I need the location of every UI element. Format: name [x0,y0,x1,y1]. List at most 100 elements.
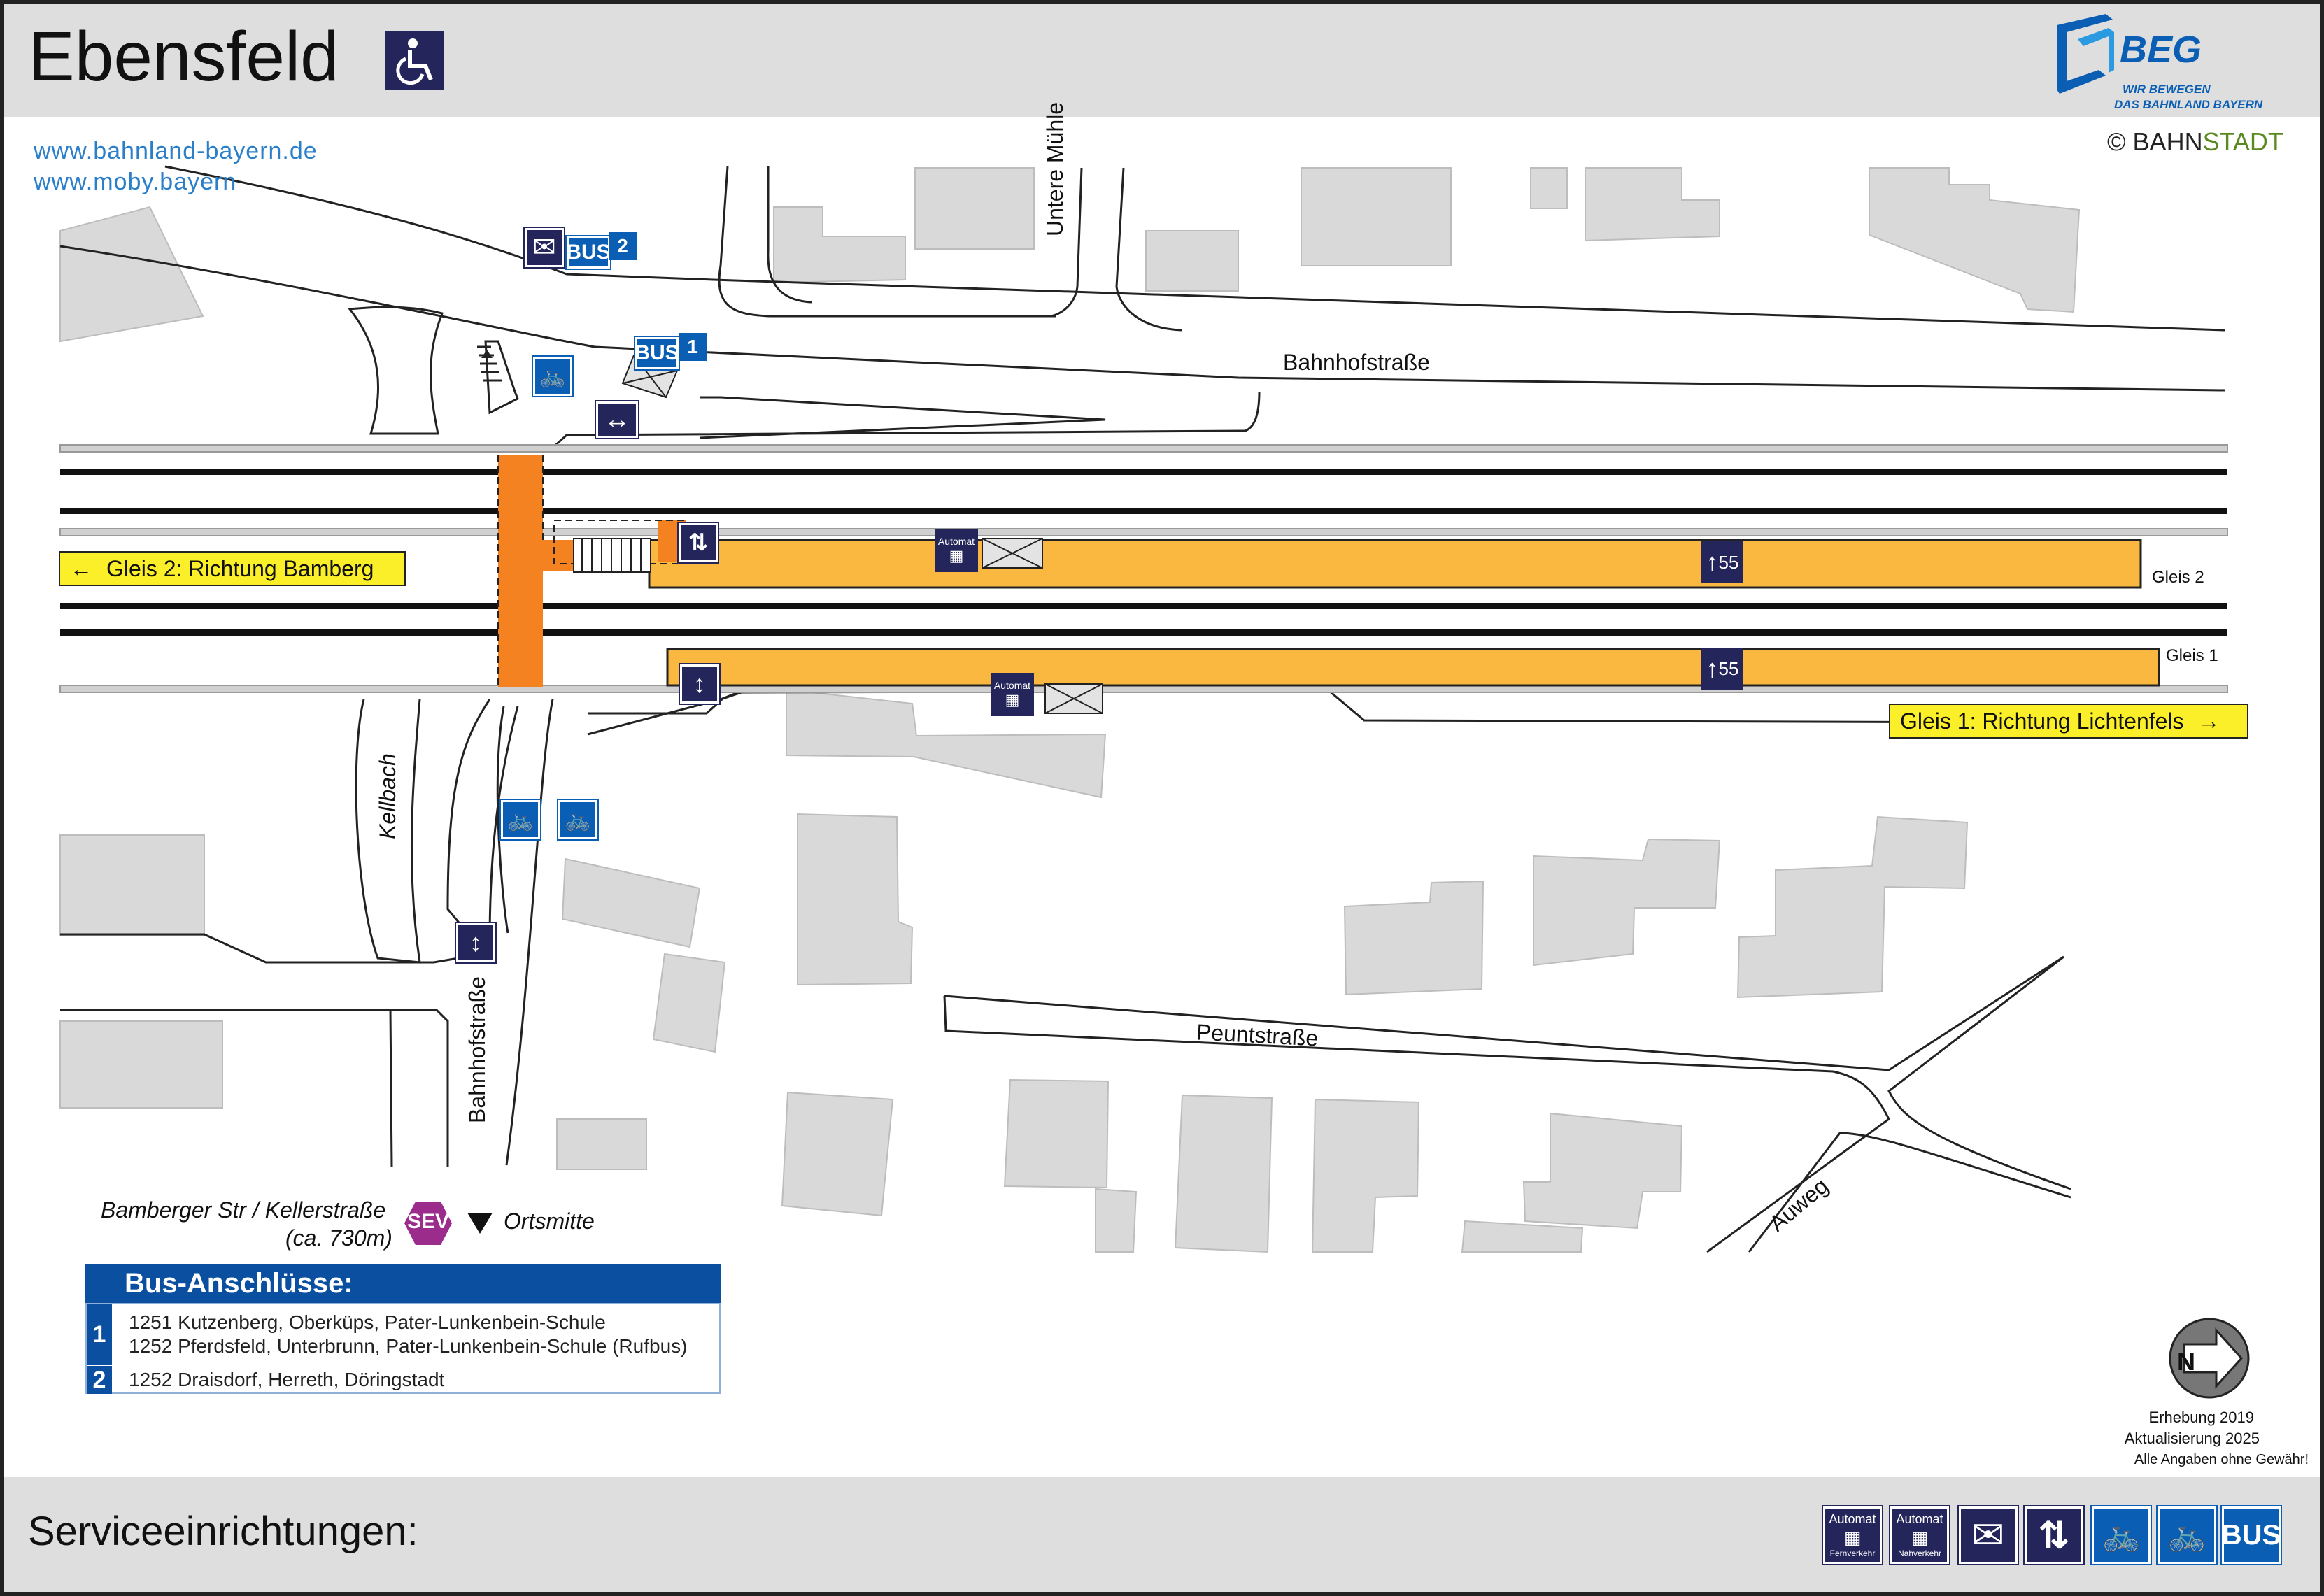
url-moby[interactable]: www.moby.bayern [34,169,237,195]
track [60,469,2227,475]
gleis-2-label: Gleis 2 [2152,568,2204,587]
road-outline [484,340,519,415]
bus-connection-line: 1252 Pferdsfeld, Unterbrunn, Pater-Lunke… [129,1335,688,1357]
wheelchair-icon [385,31,444,90]
letterbox-icon[interactable]: ✉ [523,227,565,269]
bike-parking-icon[interactable]: 🚲 [557,799,599,841]
road-outline [389,1009,393,1167]
track [60,508,2227,514]
gleis-1-direction-label: Gleis 1: Richtung Lichtenfels [1900,708,2184,734]
building [59,1020,223,1109]
ramp-access-icon[interactable]: ↕ [679,663,721,705]
building [1461,1220,1584,1253]
bus-stop-1-number: 1 [679,333,707,361]
bus-stop-1-icon[interactable]: BUS [634,336,680,371]
gleis-2-direction-label: Gleis 2: Richtung Bamberg [106,555,374,581]
legend-automat-top: Automat [1829,1512,1876,1526]
platform-height-icon: ↑55 [1701,541,1743,583]
bus-connections-heading: Bus-Anschlüsse: [85,1264,721,1303]
building [1533,838,1721,967]
stairs-hatch [581,539,642,572]
bike-parking-covered-icon: 🚲 [2090,1505,2152,1565]
road-outline [944,955,2064,1071]
ramp-access-icon[interactable]: ↕ [455,922,497,964]
road-outline [551,391,1261,449]
copyright-bahnstadt: © BAHNSTADT [2107,127,2283,157]
bus-stop-2-number: 2 [609,232,637,260]
road-outline [59,245,2225,392]
beg-logo-mark [2057,14,2114,94]
bike-parking-covered-icon[interactable]: 🚲 [499,799,541,841]
footer-title: Serviceeinrichtungen: [28,1509,418,1554]
bus-stop-2-text: BUS [566,241,611,264]
up-arrow-icon: ↑ [1706,548,1719,576]
road-outline [1887,955,2071,1190]
bike-parking-icon: 🚲 [2156,1505,2218,1565]
road-outline [1748,1132,2071,1253]
arrow-left-icon: ← [70,555,92,581]
bus-stop-1-text: BUS [635,341,679,364]
rail-edge-north [59,444,2228,453]
road-outline [355,699,421,964]
rail-edge-mid [59,528,2228,536]
road-outline [60,933,483,964]
platform-height-icon: ↑55 [1701,648,1743,690]
compass-letter: N [2177,1347,2195,1376]
beg-slogan-1: WIR BEWEGEN [2123,83,2211,96]
platform-gleis-2 [648,539,2142,589]
sev-badge-icon[interactable] [403,1200,453,1246]
arrow-right-icon: → [2197,708,2220,734]
building [1585,167,1720,242]
building [1003,1078,1110,1189]
survey-year: Erhebung 2019 [2148,1409,2254,1426]
building [1145,230,1239,292]
road-outline [699,396,1106,439]
building [59,834,205,936]
building [59,206,204,343]
buildings [59,167,2081,1253]
road-outline [348,306,444,435]
building [556,1118,647,1170]
road-outline [767,166,812,304]
bus-connection-line: 1251 Kutzenberg, Oberküps, Pater-Lunkenb… [129,1311,606,1333]
building [652,953,726,1053]
sev-direction-label: Ortsmitte [504,1209,595,1234]
gleis-1-direction-sign: Gleis 1: Richtung Lichtenfels → [1889,704,2248,739]
building [1301,167,1452,266]
beg-slogan-2: DAS BAHNLAND BAYERN [2114,98,2263,111]
legend-fernverkehr: Fernverkehr [1829,1548,1876,1558]
ticket-machine-icon[interactable]: Automat▦ [991,673,1034,716]
bus-icon: BUS [2220,1505,2282,1565]
crossing-arrow-icon[interactable]: ↔ [595,400,639,439]
building [797,813,914,986]
automat-label: Automat [937,536,975,547]
bus-connection-stop-1: 1 [87,1304,112,1365]
legend-bus-text: BUS [2221,1519,2281,1551]
platform-access-icon: ⇅ [2023,1505,2085,1565]
direction-down-icon [467,1213,493,1234]
street-bahnhofstrasse-top: Bahnhofstraße [1283,350,1430,375]
url-bahnland[interactable]: www.bahnland-bayern.de [34,138,318,164]
street-untere-muehle: Untere Mühle [1042,101,1068,236]
bike-parking-icon[interactable]: 🚲 [532,355,574,397]
bus-connections-table: 1 1251 Kutzenberg, Oberküps, Pater-Lunke… [85,1303,721,1394]
track [60,603,2227,609]
building [561,857,701,948]
road-outline [496,706,509,934]
platform-access-icon[interactable]: ⇅ [677,522,719,564]
platform-height-1: 55 [1718,657,1739,679]
bus-stop-2-icon[interactable]: BUS [565,235,611,270]
up-arrow-icon: ↑ [1706,654,1719,683]
ticket-machine-long-distance-icon: Automat ▦ Fernverkehr [1822,1505,1883,1565]
update-year: Aktualisierung 2025 [2124,1430,2260,1447]
disclaimer: Alle Angaben ohne Gewähr! [2134,1452,2309,1467]
building [1522,1112,1683,1230]
building [786,688,1107,799]
bus-connection-line: 1252 Draisdorf, Herreth, Döringstadt [129,1369,445,1390]
building [1343,880,1485,996]
ticket-machine-icon[interactable]: Automat▦ [935,529,978,572]
ticket-machine-regional-icon: Automat ▦ Nahverkehr [1889,1505,1950,1565]
building [1174,1094,1273,1253]
